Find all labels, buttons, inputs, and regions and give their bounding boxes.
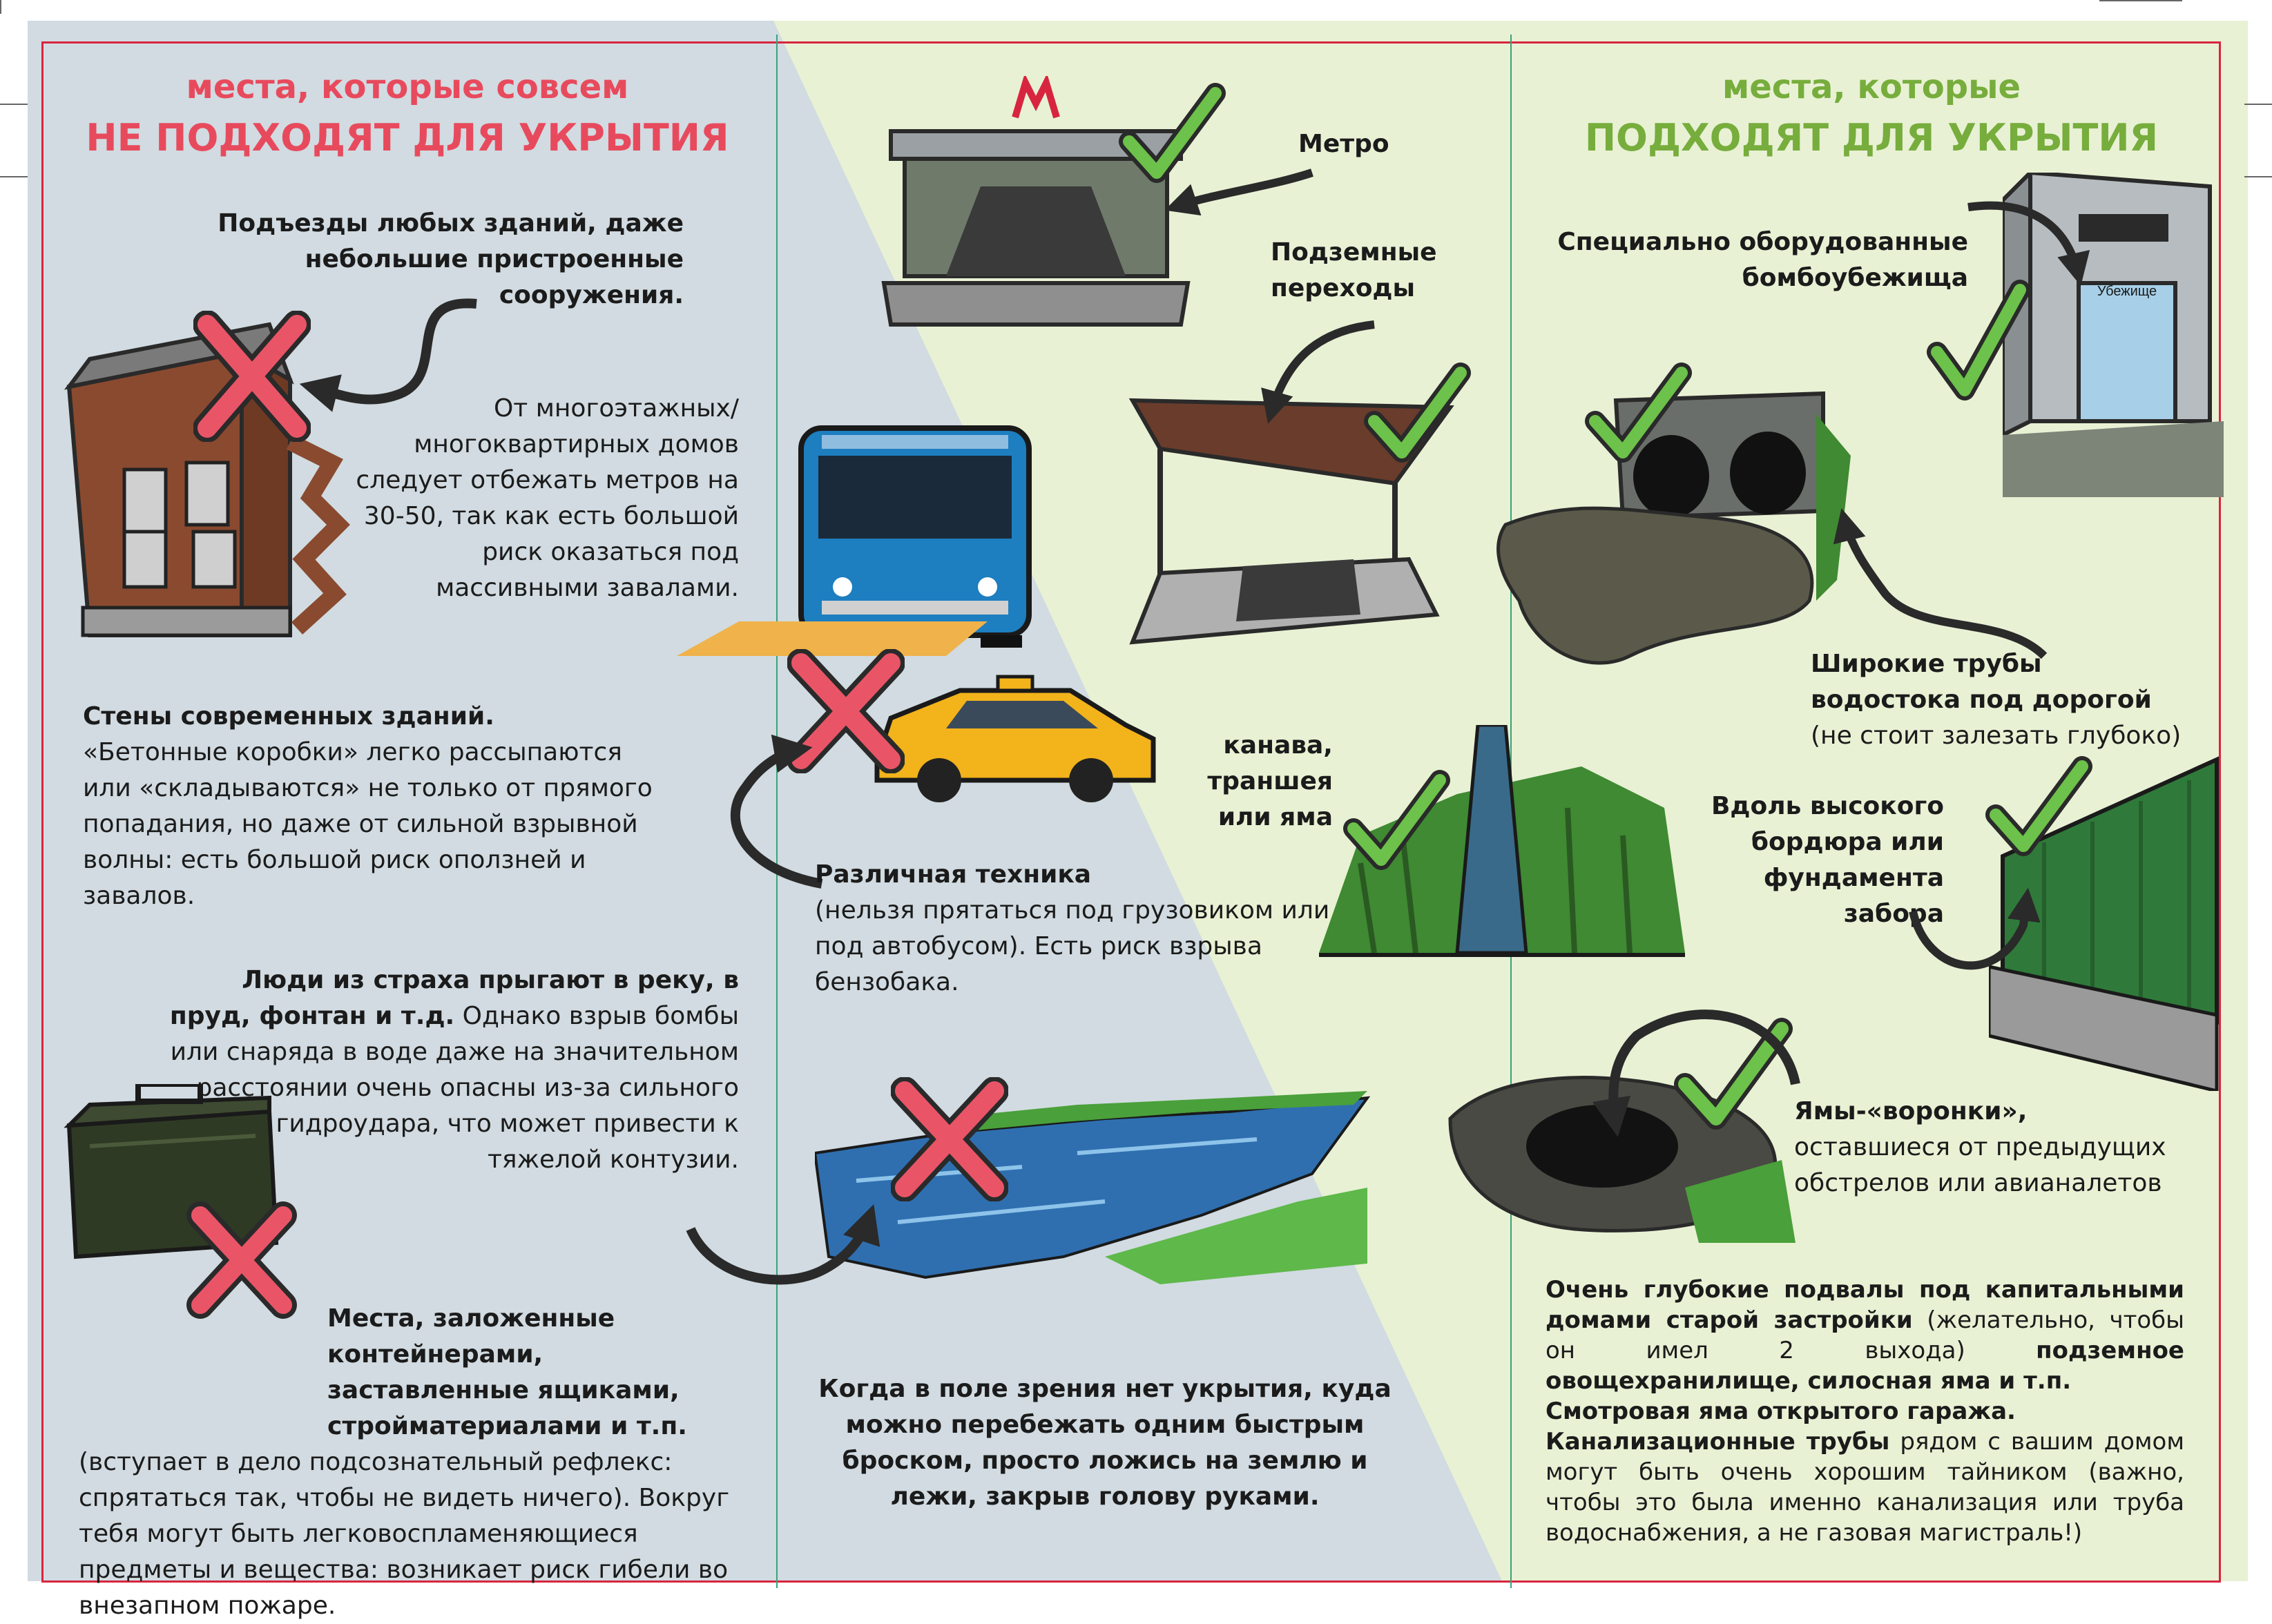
check-icon (1360, 359, 1471, 470)
drainage-pipes-illustration (1492, 373, 1851, 677)
crop-mark (2099, 0, 2182, 1)
check-icon (1340, 766, 1450, 877)
craters-text: оставшиеся от предыдущих обстрелов или а… (1794, 1133, 2166, 1197)
arrow-icon (1823, 504, 2058, 663)
arrow-icon (1961, 193, 2099, 290)
crater-illustration (1436, 1036, 1796, 1243)
crosswalk-illustration (656, 621, 1001, 663)
basements-p3-text: рядом с вашим домом могут быть очень хор… (1546, 1428, 2184, 1547)
crop-mark (2244, 104, 2272, 105)
fence-illustration (1989, 746, 2224, 1091)
bus-illustration (780, 414, 1057, 649)
left-title-line2: НЕ ПОДХОДЯТ ДЛЯ УКРЫТИЯ (86, 116, 729, 160)
right-panel-title: места, которые ПОДХОДЯТ ДЛЯ УКРЫТИЯ (1540, 62, 2203, 164)
craters-block: Ямы-«воронки», оставшиеся от предыдущих … (1794, 1094, 2208, 1201)
containers-block: Места, заложенные контейнерами, заставле… (79, 1301, 742, 1624)
entrances-text: Подъезды любых зданий, даже небольшие пр… (218, 209, 684, 309)
modern-walls-lead: Стены современных зданий. (83, 702, 494, 731)
page-frame (41, 41, 2221, 1583)
basements-block: Очень глубокие подвалы под капитальными … (1546, 1275, 2184, 1548)
arrow-icon (1243, 311, 1381, 428)
basements-p2-bold: Смотровая яма открытого гаража. (1546, 1398, 2016, 1425)
arrow-icon (684, 1201, 884, 1298)
check-icon (1115, 79, 1226, 190)
crop-mark (0, 176, 28, 177)
taxi-illustration (863, 663, 1167, 808)
containers-text: (вступает в дело подсознательный рефлекс… (79, 1448, 730, 1620)
crop-mark (0, 104, 28, 105)
left-title-line1: места, которые совсем (186, 68, 629, 106)
bunkers-label: Специально оборудованные бомбоубежища (1557, 228, 1968, 292)
pipes-lead: Широкие трубы водостока под дорогой (1811, 650, 2152, 714)
arrow-icon (297, 290, 483, 414)
cross-icon (891, 1077, 1008, 1201)
right-title-line2: ПОДХОДЯТ ДЛЯ УКРЫТИЯ (1584, 116, 2159, 160)
pipes-block: Широкие трубы водостока под дорогой (не … (1811, 646, 2197, 754)
check-icon (1927, 276, 2030, 407)
check-icon (1671, 1015, 1796, 1139)
check-icon (1982, 753, 2092, 863)
apartments-text: От многоэтажных/ многоквартирных домов с… (356, 394, 739, 602)
cross-icon (787, 649, 905, 773)
vehicles-block: Различная техника (нельзя прятаться под … (815, 857, 1340, 1000)
ditch-illustration (1319, 725, 1685, 960)
arrow-icon (1160, 159, 1319, 221)
basements-p1-text: (желательно, чтобы он имел 2 выхода) (1546, 1306, 2184, 1364)
arrow-icon (704, 732, 843, 891)
metro-label: Метро (1298, 130, 1389, 158)
ditch-label: канава, траншея или яма (1207, 731, 1333, 831)
fold-line-left (776, 35, 778, 1588)
crop-mark (2244, 176, 2272, 177)
bunker-illustration: Убежище (2003, 173, 2224, 497)
cross-icon (186, 1201, 297, 1319)
arrow-icon (1899, 884, 2044, 994)
water-lead: Люди из страха прыгают в реку, в пруд, ф… (169, 966, 739, 1030)
underpass-label: Подземные переходы (1271, 238, 1437, 302)
cross-icon (193, 311, 311, 442)
open-field-text: Когда в поле зрения нет укрытия, куда мо… (818, 1375, 1392, 1511)
arrow-icon (1575, 980, 1809, 1146)
vehicles-lead: Различная техника (815, 860, 1092, 889)
left-panel-title: места, которые совсем НЕ ПОДХОДЯТ ДЛЯ УК… (76, 62, 739, 164)
modern-walls-text: «Бетонные коробки» легко рассыпаются или… (83, 738, 653, 910)
water-block: Люди из страха прыгают в реку, в пруд, ф… (159, 963, 739, 1178)
basements-p1-bold2: подземное овощехранилище, силосная яма и… (1546, 1337, 2184, 1395)
curb-label: Вдоль высокого бордюра или фундамента за… (1711, 792, 1944, 928)
check-icon (1581, 359, 1692, 470)
bunker-sign-text: Убежище (2097, 284, 2157, 299)
basements-p3-bold: Канализационные трубы (1546, 1428, 1890, 1456)
vehicles-text: (нельзя прятаться под грузовиком или под… (815, 896, 1330, 996)
basements-p1-bold: Очень глубокие подвалы под капитальными … (1546, 1276, 2184, 1334)
water-text: Однако взрыв бомбы или снаряда в воде да… (170, 1002, 739, 1174)
pipes-text: (не стоит залезать глубоко) (1811, 722, 2182, 750)
modern-walls-block: Стены современных зданий. «Бетонные коро… (83, 699, 677, 914)
crop-mark (0, 0, 1, 14)
containers-lead: Места, заложенные контейнерами, заставле… (327, 1304, 687, 1440)
metro-entrance-illustration: M (877, 76, 1195, 338)
craters-lead: Ямы-«воронки», (1794, 1097, 2028, 1125)
right-title-line1: места, которые (1722, 68, 2021, 106)
